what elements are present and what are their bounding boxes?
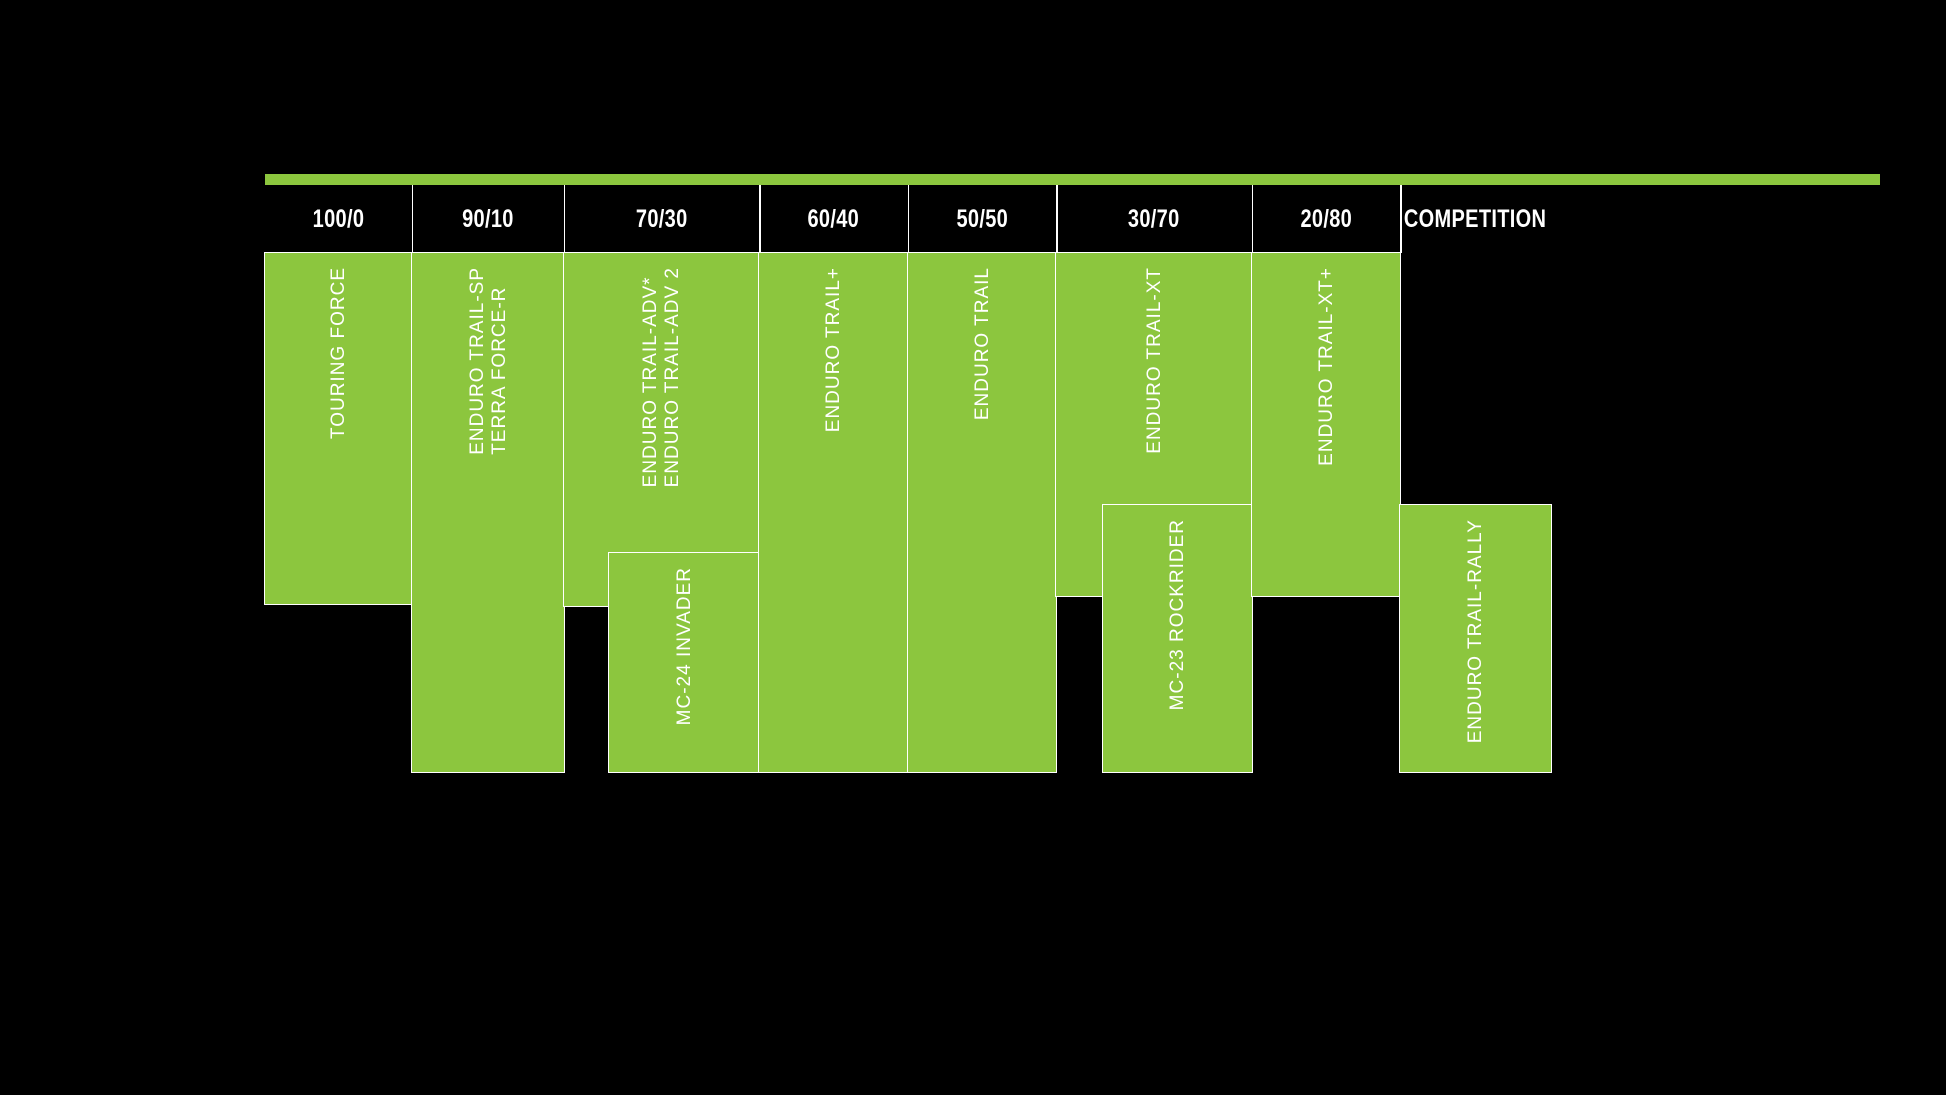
product-label-group: ENDURO TRAIL-RALLY [1464, 519, 1486, 743]
product-bar-mc-24-invader[interactable]: MC-24 INVADER [607, 551, 761, 774]
ratio-header-cell-50-50: 50/50 [923, 185, 1042, 253]
ratio-header-label: 70/30 [635, 204, 688, 233]
product-bar-enduro-trail-xt-[interactable]: ENDURO TRAIL-XT+ [1250, 251, 1402, 598]
top-accent-rule [265, 174, 1880, 185]
product-label-group: MC-23 ROCKRIDER [1166, 519, 1188, 710]
product-label-group: ENDURO TRAIL-XT [1143, 267, 1165, 454]
product-label: ENDURO TRAIL-XT [1144, 267, 1166, 454]
ratio-header-label: 20/80 [1300, 204, 1352, 233]
product-label: ENDURO TRAIL-ADV* [640, 276, 662, 488]
ratio-header-cell-70-30: 70/30 [583, 185, 739, 253]
header-divider-2 [759, 185, 761, 253]
header-divider-6 [1400, 185, 1402, 253]
product-bar-enduro-trail[interactable]: ENDURO TRAIL [906, 251, 1058, 774]
ratio-header-cell-100-0: 100/0 [280, 185, 398, 253]
ratio-header-label: 100/0 [312, 204, 365, 233]
product-label-group: ENDURO TRAIL-XT+ [1315, 267, 1337, 466]
ratio-header-label: 30/70 [1128, 204, 1180, 233]
ratio-header-cell-competition: COMPETITION [1404, 185, 1546, 253]
product-bar-mc-23-rockrider[interactable]: MC-23 ROCKRIDER [1102, 503, 1253, 774]
ratio-header-label: COMPETITION [1404, 204, 1547, 233]
product-label: MC-23 ROCKRIDER [1167, 518, 1189, 710]
ratio-header-band: 100/0 90/10 70/30 60/40 50/50 30/70 20/80 COMPE… [265, 185, 1880, 253]
product-label-group: ENDURO TRAIL+ [823, 267, 845, 432]
product-label-group: MC-24 INVADER [673, 567, 695, 725]
header-divider-5 [1251, 185, 1254, 253]
product-label: ENDURO TRAIL+ [823, 267, 845, 433]
product-label: ENDURO TRAIL-RALLY [1465, 518, 1487, 743]
ratio-header-label: 60/40 [807, 204, 860, 233]
product-label: TOURING FORCE [328, 267, 350, 440]
product-bar-touring-force[interactable]: TOURING FORCE [264, 252, 413, 605]
product-label: ENDURO TRAIL-XT+ [1316, 267, 1338, 466]
header-divider-1 [563, 185, 566, 253]
header-divider-0 [411, 185, 414, 253]
product-label: MC-24 INVADER [674, 566, 696, 725]
ratio-header-cell-60-40: 60/40 [774, 185, 893, 253]
ratio-header-cell-30-70: 30/70 [1076, 185, 1232, 253]
ratio-header-label: 90/10 [462, 204, 514, 233]
product-bar-enduro-trail-[interactable]: ENDURO TRAIL+ [758, 251, 909, 774]
product-label-group: TOURING FORCE [328, 267, 350, 439]
ratio-header-label: 50/50 [956, 204, 1008, 233]
product-label-group: ENDURO TRAIL [971, 267, 993, 420]
header-divider-4 [1056, 185, 1058, 253]
product-label: TERRA FORCE-R [488, 286, 510, 455]
ratio-header-cell-20-80: 20/80 [1267, 185, 1386, 253]
header-divider-3 [907, 185, 910, 253]
product-label: ENDURO TRAIL [972, 267, 994, 421]
ratio-header-cell-90-10: 90/10 [427, 185, 548, 253]
product-label: ENDURO TRAIL-ADV 2 [662, 267, 684, 488]
product-bar-enduro-trail-rally[interactable]: ENDURO TRAIL-RALLY [1399, 503, 1552, 774]
product-label: ENDURO TRAIL-SP [466, 267, 488, 455]
